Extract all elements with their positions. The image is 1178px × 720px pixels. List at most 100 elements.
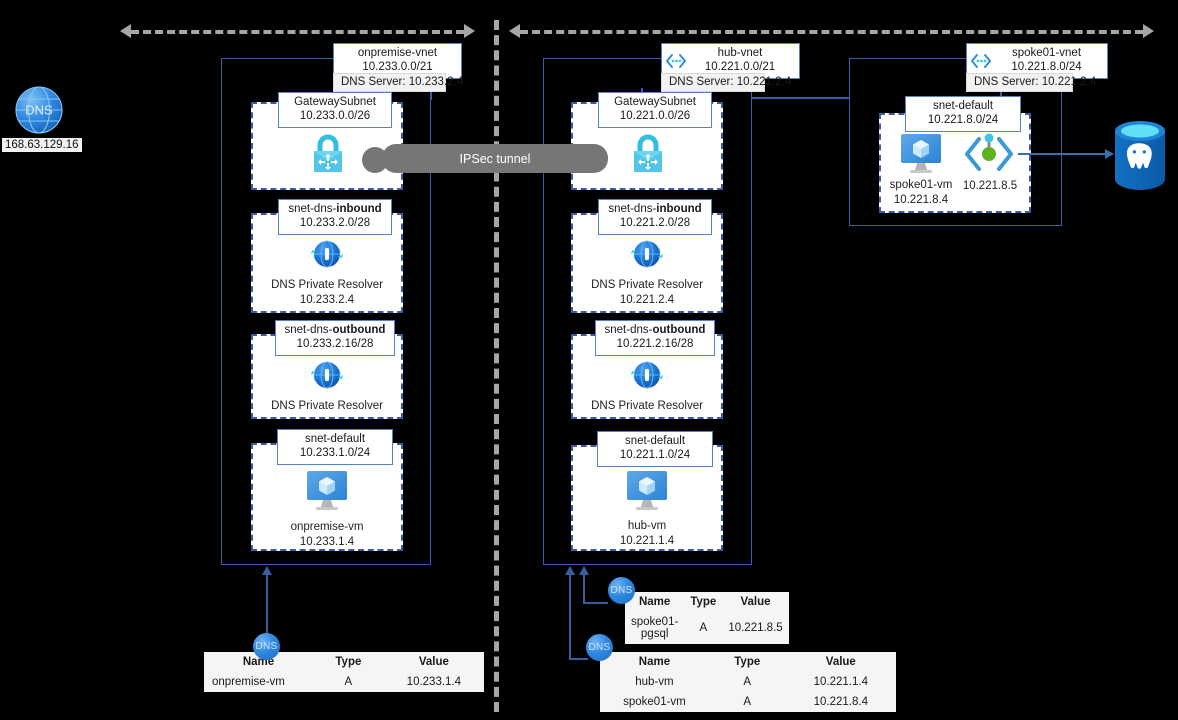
subnet-hub-default-cidr: 10.221.1.0/24 [619, 449, 691, 462]
dns-table-spoke01-pgsql: Name Type Value spoke01-pgsql A 10.221.8… [625, 592, 789, 644]
connector-hub-zone-link-a [569, 575, 571, 660]
subnet-onprem-default-label: snet-default 10.233.1.0/24 [277, 429, 393, 465]
onprem-resolver-ip: 10.233.2.4 [299, 293, 355, 306]
table-header-row: Name Type Value [625, 592, 789, 612]
cell-type: A [313, 672, 384, 692]
vnet-onpremise-cidr: 10.233.0.0/21 [362, 61, 433, 74]
onpremise-vm-name: onpremise-vm [290, 521, 364, 533]
connector-onprem-zone-arrow [262, 566, 272, 575]
subnet-onprem-dns-outbound-cidr: 10.233.2.16/28 [296, 338, 374, 351]
onprem-resolver-name: DNS Private Resolver [271, 279, 383, 291]
subnet-hub-gateway-name: GatewaySubnet [614, 96, 696, 108]
vpn-gateway-icon [628, 132, 668, 174]
cell-value: 10.233.1.4 [383, 672, 484, 692]
vnet-hub-name: hub-vnet [717, 47, 763, 59]
cell-type: A [708, 692, 786, 712]
dns-zone-badge-spoke01-pgsql: DNS [608, 577, 635, 604]
hub-vm-name: hub-vm [627, 520, 667, 532]
private-endpoint-ip: 10.221.8.5 [962, 180, 1018, 192]
onpremise-vm-caption: onpremise-vm 10.233.1.4 [251, 520, 403, 550]
dns-table-hub: Name Type Value hub-vm A 10.221.1.4 spok… [600, 652, 896, 712]
vnet-onpremise-name: onpremise-vnet [357, 47, 438, 59]
hub-resolver-ip: 10.221.2.4 [619, 293, 675, 306]
dns-private-resolver-icon [309, 357, 345, 393]
hub-vm-ip: 10.221.1.4 [619, 534, 675, 547]
hub-resolver-caption: DNS Private Resolver 10.221.2.4 [571, 278, 723, 308]
col-value: Value [785, 652, 896, 672]
hub-resolver-out-caption: DNS Private Resolver [571, 399, 723, 414]
subnet-onprem-dns-inbound-cidr: 10.233.2.0/28 [299, 217, 371, 230]
dns-globe-icon: DNS [15, 86, 63, 134]
virtual-machine-icon [899, 133, 943, 175]
postgresql-database-icon [1112, 120, 1168, 190]
subnet-onprem-default-cidr: 10.233.1.0/24 [299, 447, 371, 460]
top-right-dashed-line [520, 30, 1143, 34]
dns-zone-badge-hub: DNS [586, 634, 613, 661]
virtual-machine-icon [625, 470, 669, 512]
subnet-hub-dns-outbound-cidr: 10.221.2.16/28 [616, 338, 694, 351]
subnet-hub-default-label: snet-default 10.221.1.0/24 [597, 431, 713, 467]
hub-resolver-name: DNS Private Resolver [591, 279, 703, 291]
connector-pe-to-postgres [1018, 153, 1110, 155]
subnet-onprem-dns-inbound-label: snet-dns-inbound 10.233.2.0/28 [278, 199, 392, 235]
dns-private-resolver-icon [629, 236, 665, 272]
spoke01-vm-caption: spoke01-vm 10.221.8.4 [881, 178, 961, 208]
azure-dns-ip-label: 168.63.129.16 [2, 138, 82, 152]
vnet-spoke01-dns-server: DNS Server: 10.221.2.4 [966, 73, 1096, 92]
vnet-spoke01 [849, 58, 1062, 226]
connector-hub-zone-link-c-h [569, 658, 588, 660]
top-right-arrowhead-left [509, 24, 520, 38]
subnet-hub-dns-outbound-name: snet-dns-outbound [604, 324, 706, 336]
private-endpoint-icon [963, 133, 1015, 175]
vnet-onpremise [221, 58, 431, 565]
onpremise-vm-ip: 10.233.1.4 [299, 535, 355, 548]
table-header-row: Name Type Value [600, 652, 896, 672]
subnet-onprem-dns-outbound-name: snet-dns-outbound [284, 324, 386, 336]
spoke01-vm-ip: 10.221.8.4 [893, 193, 949, 206]
svg-text:DNS: DNS [25, 103, 53, 118]
col-name: Name [600, 652, 709, 672]
table-row: spoke01-pgsql A 10.221.8.5 [625, 612, 789, 644]
subnet-hub-gateway-cidr: 10.221.0.0/26 [619, 110, 691, 123]
subnet-hub-gateway-label: GatewaySubnet 10.221.0.0/26 [598, 92, 712, 128]
connector-hub-zone-link-b [583, 575, 585, 603]
subnet-hub-dns-outbound-label: snet-dns-outbound 10.221.2.16/28 [595, 320, 715, 356]
vnet-hub-label: hub-vnet 10.221.0.0/21 [661, 43, 800, 79]
subnet-hub-dns-inbound-cidr: 10.221.2.0/28 [619, 217, 691, 230]
connector-onprem-zone-link [266, 575, 268, 643]
onprem-resolver-out-caption: DNS Private Resolver [251, 399, 403, 414]
vnet-onpremise-dns-server: DNS Server: 10.233.2.4 [333, 73, 463, 92]
cell-type: A [708, 672, 786, 692]
vnet-icon [971, 53, 991, 68]
subnet-hub-default-name: snet-default [624, 435, 686, 447]
connector-spoke-dns-stem [1000, 88, 1002, 98]
table-header-row: Name Type Value [204, 652, 484, 672]
subnet-onprem-default-name: snet-default [304, 433, 366, 445]
ipsec-tunnel: IPSec tunnel [382, 144, 608, 173]
col-name: Name [625, 592, 685, 612]
col-type: Type [313, 652, 384, 672]
top-left-arrowhead-left [120, 24, 131, 38]
top-left-dashed-line [131, 30, 464, 34]
dns-table-onpremise: Name Type Value onpremise-vm A 10.233.1.… [204, 652, 484, 692]
subnet-onprem-gateway-label: GatewaySubnet 10.233.0.0/26 [278, 92, 392, 128]
subnet-spoke01-default-cidr: 10.221.8.0/24 [927, 114, 999, 127]
vnet-spoke01-name: spoke01-vnet [1011, 47, 1082, 59]
col-value: Value [383, 652, 484, 672]
subnet-onprem-gateway-cidr: 10.233.0.0/26 [299, 110, 371, 123]
connector-pe-to-postgres-arrow [1105, 149, 1114, 159]
onprem-resolver-caption: DNS Private Resolver 10.233.2.4 [251, 278, 403, 308]
vnet-hub [543, 58, 752, 565]
dns-private-resolver-icon [309, 236, 345, 272]
subnet-onprem-gateway-name: GatewaySubnet [294, 96, 376, 108]
table-row: onpremise-vm A 10.233.1.4 [204, 672, 484, 692]
subnet-hub-dns-inbound-label: snet-dns-inbound 10.221.2.0/28 [598, 199, 712, 235]
connector-hub-zone-arrow-b [579, 566, 589, 575]
connector-hub-zone-link-b-h [583, 602, 608, 604]
connector-hub-zone-arrow-a [565, 566, 575, 575]
cell-name: spoke01-pgsql [625, 612, 685, 644]
cell-type: A [684, 612, 723, 644]
top-right-arrowhead-right [1143, 24, 1154, 38]
cell-value: 10.221.8.5 [722, 612, 789, 644]
